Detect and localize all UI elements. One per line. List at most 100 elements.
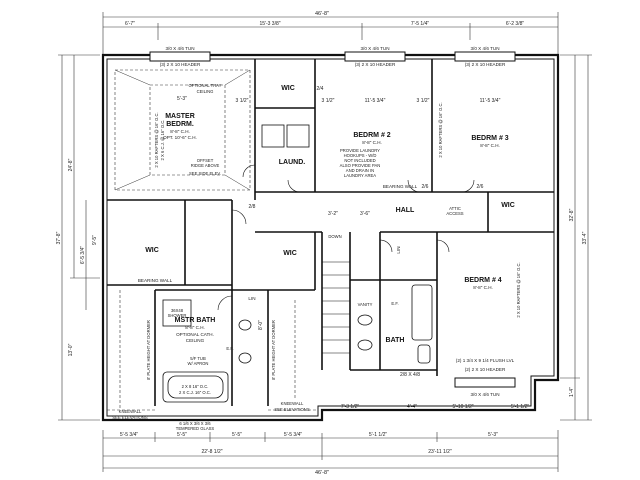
room-bath: BATH bbox=[386, 337, 405, 344]
dim-8-0: 8'-0" bbox=[258, 320, 264, 330]
dim-top-overall: 46'-8" bbox=[315, 11, 329, 17]
offset-note-1: OFFSET bbox=[197, 158, 214, 163]
exhaust-fan-2: E.F. bbox=[226, 346, 233, 351]
rafter-note-master: 2 X 10 RAFTERS @ 16" O.C. bbox=[154, 112, 159, 167]
master-ceiling-opt: OPT. 10'-6" C.H. bbox=[163, 135, 197, 140]
dormer-note-1: 8' PLATE HEIGHT AT DORMER bbox=[146, 320, 151, 380]
dim-bath-bottom-1: 7'-3 1/2" bbox=[341, 404, 360, 410]
window-label-4: 3/0 X 4/6 TUN bbox=[470, 392, 499, 397]
exterior-walls bbox=[101, 53, 560, 422]
room-master-bath: MSTR BATH bbox=[175, 317, 216, 324]
dim-left-1: 24'-8" bbox=[68, 158, 74, 171]
room-wic-3: WIC bbox=[283, 250, 297, 257]
header-label-2: (3) 2 X 10 HEADER bbox=[355, 62, 396, 67]
dim-inner-3: 3 1/2" bbox=[417, 98, 430, 104]
dim-bottom-right: 23'-11 1/2" bbox=[428, 449, 452, 455]
ceiling-joist-label: 2 X 8 16" O.C. bbox=[182, 384, 209, 389]
dim-bottom-1: 5'-5 3/4" bbox=[120, 432, 139, 438]
stair-treads bbox=[322, 261, 350, 354]
attic-label: ATTIC bbox=[449, 206, 461, 211]
dim-hall-1: 3'-2" bbox=[328, 211, 338, 217]
windows-top bbox=[149, 51, 516, 388]
dim-top-4: 6'-2 3/8" bbox=[506, 21, 525, 27]
room-wic-2: WIC bbox=[145, 247, 159, 254]
dim-right-2: 1'-4" bbox=[569, 387, 575, 397]
see-elevations-1: SEE ELEVATIONS bbox=[112, 415, 147, 420]
tempered-glass-label: TEMPERED GLASS bbox=[176, 426, 215, 431]
dim-door-2-8: 2/8 X 4/8 bbox=[400, 372, 420, 378]
room-hall: HALL bbox=[396, 207, 415, 214]
dim-right-overall: 33'-4" bbox=[582, 231, 588, 244]
dim-bed2-width: 11'-5 3/4" bbox=[365, 98, 386, 104]
bedroom-3-ceiling: 8'-8" C.H. bbox=[480, 143, 500, 148]
laundry-note-1: PROVIDE LAUNDRY bbox=[340, 148, 380, 153]
master-bath-ceiling: 8'-8" C.H. bbox=[185, 325, 205, 330]
bedroom-2-ceiling: 8'-8" C.H. bbox=[362, 140, 382, 145]
laundry-note-4: ALSO PROVIDE PAN bbox=[340, 163, 381, 168]
room-wic-4: WIC bbox=[501, 202, 515, 209]
dim-door-2-4: 2/4 bbox=[317, 86, 324, 92]
fixtures bbox=[162, 124, 433, 403]
top-dimensions bbox=[102, 12, 559, 55]
dim-door-2-6a: 2/6 bbox=[422, 184, 429, 190]
dim-bottom-4: 5'-5 3/4" bbox=[284, 432, 303, 438]
dim-door-2-8b: 2/8 bbox=[249, 204, 256, 210]
tray-note: OPTIONAL TRAY bbox=[189, 83, 222, 88]
cj-note-master: 2 X 6 C.J. @ 16" O.C. bbox=[160, 120, 165, 161]
kneewall-1: KNEEWALL bbox=[119, 409, 142, 414]
window-label-1: 3/0 X 4/6 TUN bbox=[165, 46, 194, 51]
laundry-note-6: LAUNDRY AREA bbox=[344, 173, 376, 178]
window-label-2: 3/0 X 4/6 TUN bbox=[360, 46, 389, 51]
linen-2: LIN bbox=[396, 246, 401, 253]
room-master-title-2: BEDRM. bbox=[166, 121, 194, 128]
bottom-dimensions bbox=[102, 430, 559, 472]
tray-ceiling-diagonals bbox=[114, 69, 251, 191]
laundry-note-2: HOOKUPS - W/D bbox=[344, 153, 377, 158]
dim-door-2-6b: 2/6 bbox=[477, 184, 484, 190]
dim-left-2: 13'-0" bbox=[68, 343, 74, 356]
rafter-note-bed3: 2 X 10 RAFTERS @ 16" O.C. bbox=[438, 102, 443, 157]
dim-right-1: 32'-8" bbox=[569, 208, 575, 221]
dim-top-1: 6'-7" bbox=[125, 21, 135, 27]
laundry-note-5: AND DRAIN IN bbox=[346, 168, 374, 173]
kneewall-2: KNEEWALL bbox=[281, 401, 304, 406]
ceiling-joist-label-2: 2 X C.J. 16" O.C. bbox=[179, 390, 211, 395]
dim-bath-bottom-2: 4'-4" bbox=[407, 404, 417, 410]
dim-bath-bottom-3: 5'-10 1/2" bbox=[452, 404, 473, 410]
dim-inner-1: 3 1/2" bbox=[236, 98, 249, 104]
dim-inner-2: 3 1/2" bbox=[322, 98, 335, 104]
dim-bottom-5: 5'-1 1/2" bbox=[369, 432, 388, 438]
header-label-4: (2) 2 X 10 HEADER bbox=[465, 367, 506, 372]
bearing-wall-1: BEARING WALL bbox=[383, 184, 418, 189]
rafter-note-bed4: 2 X 10 RAFTERS @ 16" O.C. bbox=[516, 262, 521, 317]
vanity-label: VANITY bbox=[358, 302, 373, 307]
tempered-glass-dim: 6 1/6 X 3/6 X 3/6 bbox=[179, 421, 211, 426]
exhaust-fan-1: E.F. bbox=[391, 301, 398, 306]
shower-label: 36X48 bbox=[171, 308, 184, 313]
tub-label: 5/F TUB bbox=[190, 356, 206, 361]
offset-note-2: RIDGE ABOVE bbox=[191, 163, 220, 168]
linen-1: LIN bbox=[248, 296, 255, 301]
dim-top-2: 15'-3 3/8" bbox=[259, 21, 280, 27]
dormer-note-2: 8' PLATE HEIGHT AT DORMER bbox=[271, 320, 276, 380]
header-label-1: (3) 2 X 10 HEADER bbox=[160, 62, 201, 67]
right-dimensions bbox=[560, 54, 592, 421]
tub-label-2: W/ APRON bbox=[188, 361, 209, 366]
dim-bottom-6: 5'-3" bbox=[488, 432, 498, 438]
master-bath-opt-2: CEILING bbox=[186, 338, 205, 343]
dim-bath-bottom-4: 5'-1 1/2" bbox=[511, 404, 530, 410]
master-bath-opt: OPTIONAL CATH. bbox=[176, 332, 214, 337]
dashed-lines bbox=[107, 69, 318, 411]
bedroom-4-ceiling: 8'-8" C.H. bbox=[473, 285, 493, 290]
dim-master-width: 5'-3" bbox=[177, 96, 187, 102]
room-bedroom-3: BEDRM # 3 bbox=[471, 135, 508, 142]
room-master-title: MASTER bbox=[165, 113, 195, 120]
dim-left-3: 6'-5 3/4" bbox=[80, 246, 86, 265]
interior-walls bbox=[107, 59, 554, 406]
flush-lvl-label: (2) 1 3/4 X 9 1/4 FLUSH LVL bbox=[456, 358, 515, 363]
dim-bottom-left: 22'-8 1/2" bbox=[201, 449, 222, 455]
header-label-3: (3) 2 X 10 HEADER bbox=[465, 62, 506, 67]
room-laundry: LAUND. bbox=[279, 159, 305, 166]
laundry-note-3: NOT INCLUDED bbox=[344, 158, 375, 163]
